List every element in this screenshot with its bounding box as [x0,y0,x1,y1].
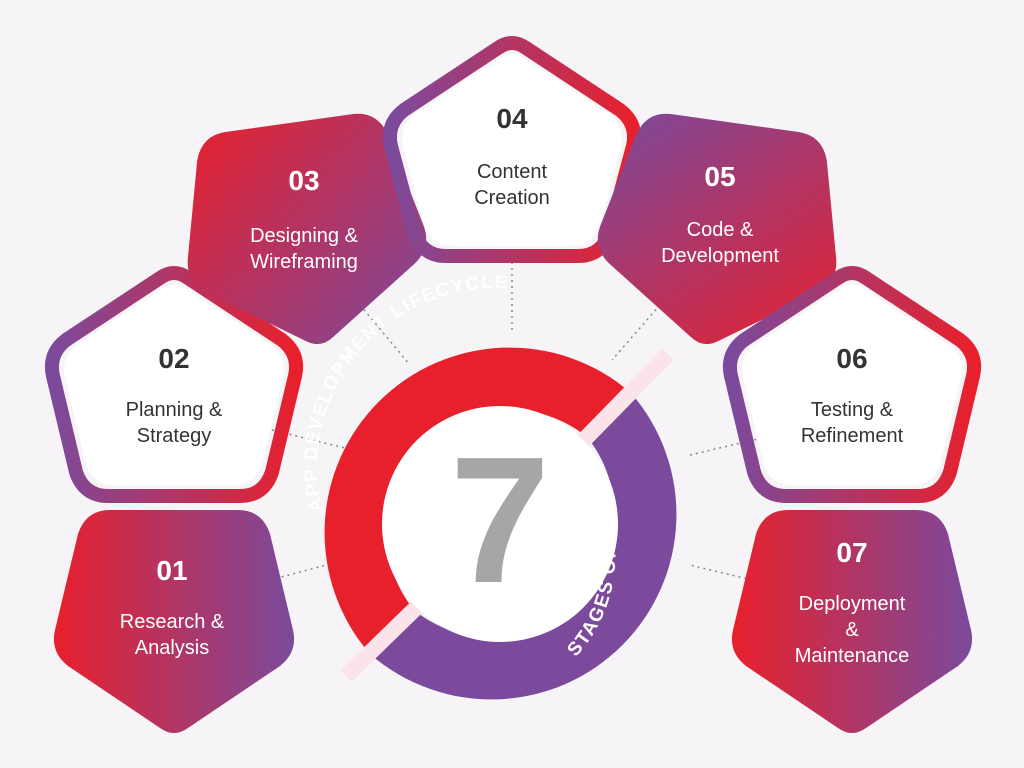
stage-03-shape [187,113,427,345]
stage-05: 05 Code & Development [597,113,837,345]
ring-separator-top [576,348,674,448]
center-number: 7 [450,420,550,621]
stage-07-shape [731,510,973,733]
stage-02-label-line2: Strategy [137,425,211,447]
connector-07 [689,564,753,581]
stage-04-label-line2: Creation [474,187,550,209]
stage-02-fill [64,284,284,486]
stage-07-label-line3: Maintenance [795,645,910,667]
stage-05-label-line2: Development [661,245,779,267]
stage-01: 01 Research & Analysis [53,510,295,733]
stage-01-label-line2: Analysis [135,637,209,659]
ring-inner-circle [382,406,618,642]
stage-04: 04 Content Creation [382,36,642,263]
ring-red-half [324,347,631,654]
stage-03-label-line2: Wireframing [250,251,358,273]
connector-01 [269,559,346,581]
stage-05-number: 05 [704,161,735,192]
stage-04-fill [402,54,622,246]
stage-04-outline [382,36,642,263]
stage-02-number: 02 [158,343,189,374]
stage-06-number: 06 [836,343,867,374]
stage-06-label-line1: Testing & [811,399,894,421]
stage-03-number: 03 [288,165,319,196]
stage-06-fill [742,284,962,486]
connector-05 [611,304,661,361]
stage-03-label-line1: Designing & [250,225,359,247]
stage-07: 07 Deployment & Maintenance [731,510,973,733]
stage-01-shape [53,510,295,733]
stage-04-number: 04 [496,103,528,134]
stage-02: 02 Planning & Strategy [44,266,304,503]
stage-02-outline [44,266,304,503]
ring-separator-bottom [340,598,426,682]
stage-05-shape [597,113,837,345]
stage-07-label-line2: & [845,619,859,641]
stage-06: 06 Testing & Refinement [722,266,982,503]
stage-07-label-line1: Deployment [799,593,906,615]
stage-07-number: 07 [836,537,867,568]
stage-03: 03 Designing & Wireframing [187,113,427,345]
stage-01-number: 01 [156,555,187,586]
stage-02-label-line1: Planning & [126,399,223,421]
connector-03 [359,304,411,366]
ring-purple-half [370,393,677,700]
stage-04-label-line1: Content [477,161,547,183]
stage-06-outline [722,266,982,503]
stage-01-label-line1: Research & [120,611,225,633]
center-ring: 7 APP DEVELOPMENT LIFECYCLE STAGES OF [301,272,677,700]
stage-05-label-line1: Code & [687,219,754,241]
stage-06-label-line2: Refinement [801,425,904,447]
